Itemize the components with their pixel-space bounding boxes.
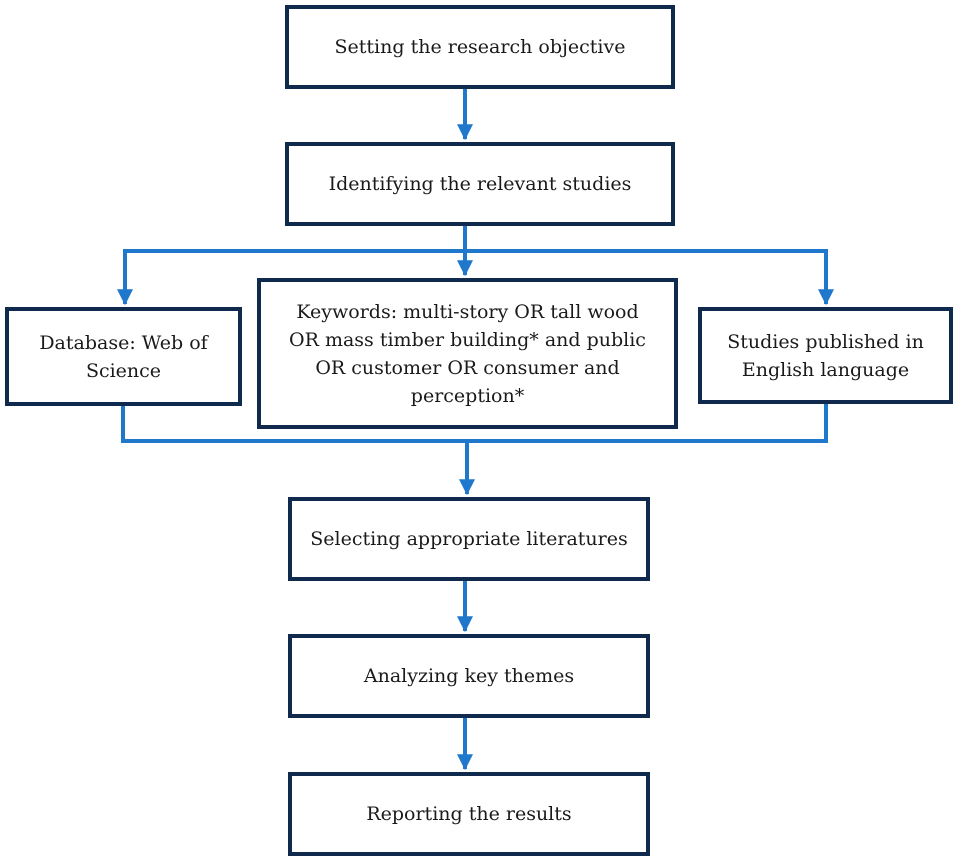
step-label: Selecting appropriate literatures <box>310 528 628 550</box>
step-box-select-literature: Selecting appropriate literatures <box>288 497 650 581</box>
step-box-report-results: Reporting the results <box>288 772 650 856</box>
criteria-box-keywords: Keywords: multi-story OR tall wood OR ma… <box>257 278 678 429</box>
step-label: Setting the research objective <box>334 36 626 58</box>
criteria-label: Keywords: multi-story OR tall wood OR ma… <box>289 300 646 407</box>
criteria-box-language: Studies published in English language <box>698 307 953 404</box>
step-box-identify-studies: Identifying the relevant studies <box>285 142 675 226</box>
criteria-label: Studies published in English language <box>727 330 924 381</box>
step-box-analyze-themes: Analyzing key themes <box>288 634 650 718</box>
criteria-box-database: Database: Web of Science <box>5 307 242 406</box>
step-label: Reporting the results <box>366 803 572 825</box>
step-box-research-objective: Setting the research objective <box>285 5 675 89</box>
step-label: Identifying the relevant studies <box>328 173 632 195</box>
criteria-label: Database: Web of Science <box>39 331 208 382</box>
step-label: Analyzing key themes <box>363 665 575 687</box>
